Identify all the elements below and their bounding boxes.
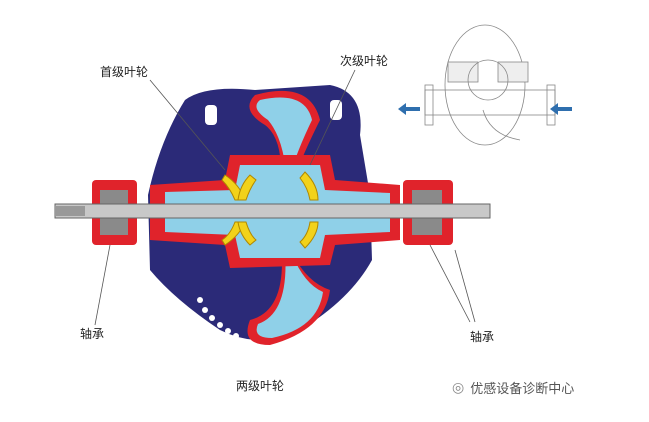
casing-window: [205, 105, 217, 125]
wechat-icon: ◎: [452, 379, 465, 396]
label-bearing-right: 轴承: [470, 330, 495, 344]
impeller-second-stage: [299, 171, 319, 249]
watermark: ◎ 优感设备诊断中心: [452, 378, 575, 398]
label-bearing-left: 轴承: [80, 327, 105, 341]
watermark-text: 优感设备诊断中心: [470, 382, 575, 397]
shaft: [54, 203, 491, 219]
flow-arrow-in: [550, 103, 572, 115]
pump-external-view: [424, 24, 556, 146]
impeller-first-stage: [221, 174, 257, 246]
leader-lines: [94, 69, 476, 326]
label-two-stage-impeller: 两级叶轮: [236, 379, 285, 393]
label-first-stage-impeller: 首级叶轮: [100, 65, 149, 79]
flow-arrow-out: [398, 103, 420, 115]
label-second-stage-impeller: 次级叶轮: [340, 54, 389, 68]
casing-holes: [197, 297, 239, 339]
